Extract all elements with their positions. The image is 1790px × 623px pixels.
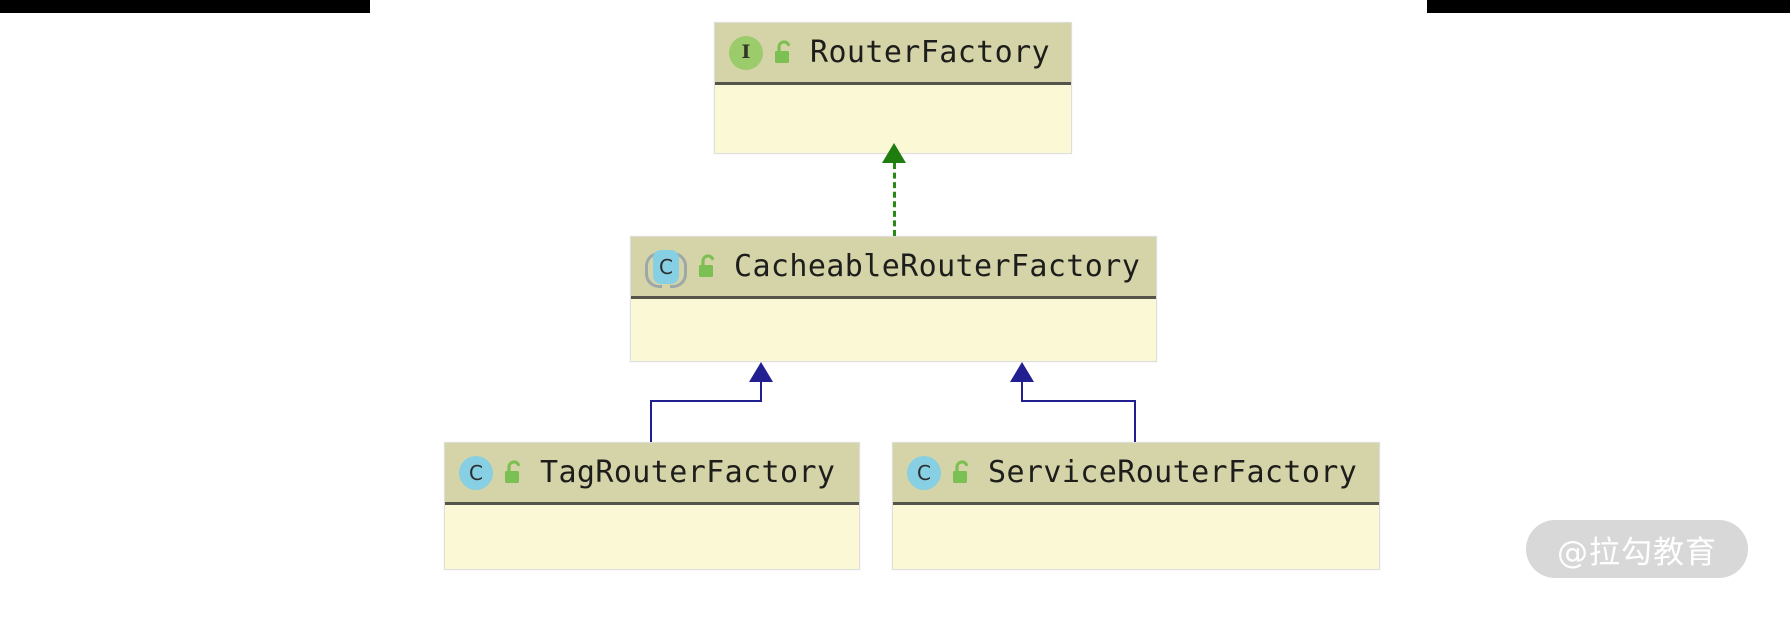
class-icon-letter: C	[459, 455, 493, 490]
top-black-bar-left	[0, 0, 370, 13]
class-header-service-router-factory: C ServiceRouterFactory	[893, 443, 1379, 505]
watermark: @拉勾教育	[1526, 520, 1748, 578]
unlocked-padlock-icon	[950, 459, 974, 486]
class-header-tag-router-factory: C TagRouterFactory	[445, 443, 859, 505]
unlocked-padlock-icon	[502, 459, 526, 486]
generalization-arrowhead-service	[1010, 362, 1034, 382]
interface-icon-letter: I	[729, 35, 763, 70]
class-box-service-router-factory[interactable]: C ServiceRouterFactory	[892, 442, 1380, 570]
abstract-class-icon-letter: C	[653, 249, 679, 284]
abstract-arc-right	[670, 251, 687, 288]
generalization-segment-tag-across	[650, 400, 762, 402]
top-black-bar-right	[1427, 0, 1790, 13]
realization-line-cacheable-to-router	[893, 163, 896, 236]
generalization-segment-service-across	[1021, 400, 1136, 402]
class-box-router-factory[interactable]: I RouterFactory	[714, 22, 1072, 154]
class-members-router-factory	[715, 85, 1071, 152]
watermark-text: @拉勾教育	[1557, 534, 1717, 571]
generalization-segment-service-up	[1021, 381, 1023, 400]
class-box-cacheable-router-factory[interactable]: C CacheableRouterFactory	[630, 236, 1157, 362]
realization-arrowhead-cacheable-to-router	[882, 143, 906, 163]
class-members-tag-router-factory	[445, 505, 859, 568]
generalization-segment-tag-up	[760, 381, 762, 400]
class-icon: C	[459, 455, 493, 490]
class-name-tag-router-factory: TagRouterFactory	[540, 455, 836, 490]
class-icon-letter: C	[907, 455, 941, 490]
class-name-cacheable-router-factory: CacheableRouterFactory	[734, 249, 1141, 284]
abstract-class-icon: C	[645, 249, 687, 288]
generalization-segment-tag-down	[650, 400, 652, 444]
class-icon: C	[907, 455, 941, 490]
generalization-segment-service-down	[1134, 400, 1136, 444]
class-members-service-router-factory	[893, 505, 1379, 568]
class-header-cacheable-router-factory: C CacheableRouterFactory	[631, 237, 1156, 299]
class-header-router-factory: I RouterFactory	[715, 23, 1071, 85]
class-members-cacheable-router-factory	[631, 299, 1156, 360]
unlocked-padlock-icon	[772, 39, 796, 66]
class-box-tag-router-factory[interactable]: C TagRouterFactory	[444, 442, 860, 570]
interface-icon: I	[729, 35, 763, 70]
generalization-arrowhead-tag	[749, 362, 773, 382]
class-name-service-router-factory: ServiceRouterFactory	[988, 455, 1358, 490]
class-name-router-factory: RouterFactory	[810, 35, 1050, 70]
unlocked-padlock-icon	[696, 253, 720, 280]
